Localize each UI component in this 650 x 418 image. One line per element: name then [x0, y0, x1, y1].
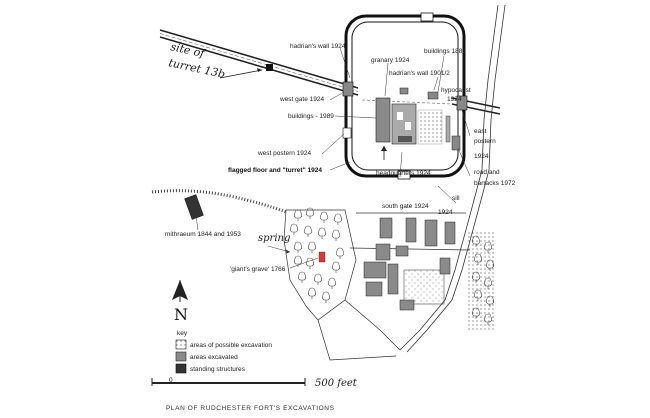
- tree-symbol: [321, 291, 331, 303]
- north-gate: [420, 12, 434, 22]
- label-road-and: road and: [474, 169, 500, 176]
- tree-symbol: [293, 241, 303, 253]
- tree-symbol: [331, 229, 341, 241]
- mithraeum-building: [184, 194, 204, 220]
- north-arrow: N: [172, 280, 188, 324]
- label-spring: spring: [258, 233, 290, 244]
- label-east-postern-1: east: [474, 128, 486, 135]
- tree-symbol: [333, 213, 343, 225]
- key-swatch-possible: [175, 339, 187, 350]
- map-key: key areas of possible excavation areas e…: [175, 330, 272, 374]
- label-hadrians-wall-1901: hadrian's wall 1901/2: [389, 70, 450, 77]
- tree-symbol: [293, 255, 303, 267]
- label-hadrians-wall-1924: hadrian's wall 1924: [290, 43, 346, 50]
- excavation-area-central: [417, 109, 443, 145]
- scale-zero: 0: [169, 377, 173, 384]
- granary: [375, 97, 391, 143]
- tree-symbol: [317, 227, 327, 239]
- key-swatch-excavated: [175, 351, 187, 362]
- hypocaust-building-b: [427, 91, 439, 100]
- key-swatch-standing: [175, 363, 187, 374]
- tree-symbol: [307, 287, 317, 299]
- label-barracks-1972: barracks 1972: [474, 180, 516, 187]
- tree-symbol: [483, 277, 493, 289]
- tree-symbol: [483, 313, 493, 325]
- tree-symbol: [471, 307, 481, 319]
- tree-symbol: [471, 271, 481, 283]
- label-sill-year: 1924: [438, 209, 453, 216]
- label-east-postern-2: postern: [474, 138, 496, 145]
- tree-symbol: [313, 273, 323, 285]
- label-south-gate: south gate 1924: [382, 203, 429, 210]
- label-giants-grave: 'giant's grave' 1766: [230, 266, 286, 273]
- label-buildings-1989: buildings - 1989: [288, 113, 334, 120]
- tree-symbol: [471, 235, 481, 247]
- tree-symbol: [327, 277, 337, 289]
- wooded-area-east: [471, 235, 495, 325]
- tree-symbol: [335, 247, 345, 259]
- west-postern: [342, 127, 352, 139]
- tree-symbol: [483, 241, 493, 253]
- label-headquarters: headquarters 1924: [376, 170, 431, 177]
- tree-symbol: [485, 295, 495, 307]
- map-caption: PLAN OF RUDCHESTER FORT'S EXCAVATIONS: [166, 405, 335, 412]
- hypocaust-building-a: [399, 87, 409, 95]
- wooded-area: [289, 207, 345, 303]
- turret-arrow: [219, 69, 263, 79]
- label-sill: sill: [452, 195, 460, 202]
- label-buildings-1881: buildings 1881: [424, 48, 466, 55]
- scale-label: 500 feet: [315, 378, 358, 389]
- tree-symbol: [485, 259, 495, 271]
- key-label-standing: standing structures: [190, 366, 246, 373]
- field-boundaries: [283, 209, 471, 361]
- tree-symbol: [473, 289, 483, 301]
- west-gate: [342, 81, 354, 97]
- tree-symbol: [293, 209, 303, 221]
- tree-symbol: [331, 261, 341, 273]
- barracks-1972: [451, 135, 461, 151]
- label-turret-13b: turret 13b: [167, 56, 226, 81]
- path-to-mithraeum: [151, 189, 287, 214]
- label-flagged-floor: flagged floor and "turret" 1924: [228, 167, 322, 174]
- key-title: key: [177, 330, 188, 337]
- tree-symbol: [297, 271, 307, 283]
- tree-symbol: [305, 257, 315, 269]
- giants-grave-marker: [318, 251, 326, 263]
- label-granary: granary 1924: [371, 57, 410, 64]
- scale-bar: 0 500 feet: [151, 377, 358, 389]
- label-west-postern: west postern 1924: [257, 150, 312, 157]
- label-west-gate: west gate 1924: [279, 96, 324, 103]
- turret-13b-marker: [266, 64, 273, 71]
- tree-symbol: [473, 253, 483, 265]
- tree-symbol: [303, 225, 313, 237]
- north-letter-n: N: [174, 305, 188, 324]
- south-gate: [397, 170, 411, 180]
- key-label-excavated: areas excavated: [190, 354, 238, 361]
- tree-symbol: [319, 211, 329, 223]
- label-mithraeum: mithraeum 1844 and 1953: [165, 231, 241, 238]
- vicus-buildings: [363, 217, 456, 311]
- road-east: [399, 4, 499, 351]
- label-hypocaust: hypocaust: [441, 87, 471, 94]
- label-hypocaust-year: 1924: [447, 96, 462, 103]
- tree-symbol: [289, 223, 299, 235]
- tree-symbol: [305, 207, 315, 219]
- leader-lines: [321, 47, 471, 204]
- tree-symbol: [307, 241, 317, 253]
- label-east-postern-3: 1924: [474, 153, 489, 160]
- key-label-possible: areas of possible excavation: [190, 342, 272, 349]
